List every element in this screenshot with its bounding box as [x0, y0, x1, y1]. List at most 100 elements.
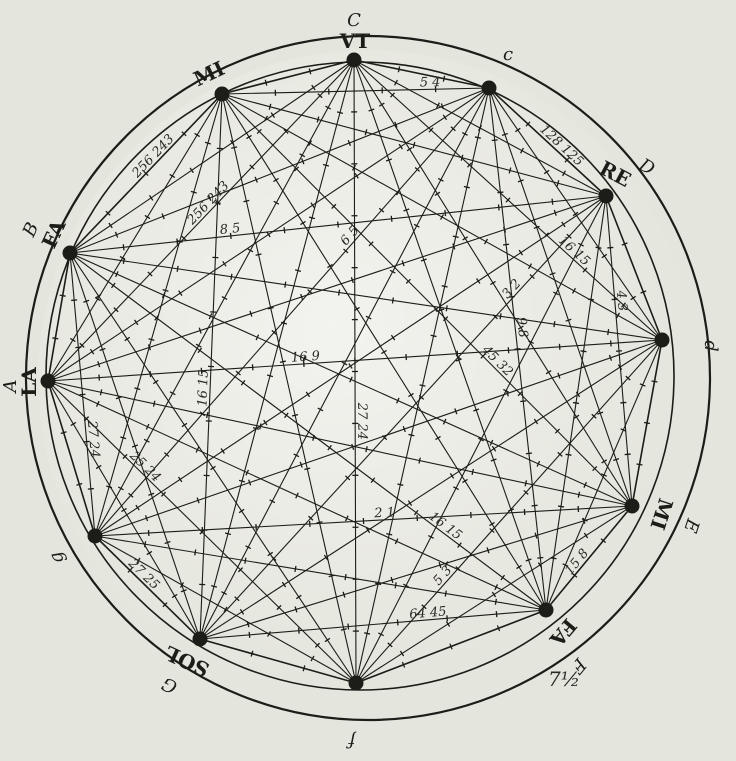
interval-ratio-label: 16 15	[195, 369, 211, 407]
interval-tick	[308, 216, 316, 220]
interval-tick	[364, 632, 371, 635]
interval-tick	[601, 253, 608, 259]
interval-tick	[533, 418, 539, 425]
interval-tick	[592, 465, 598, 472]
interval-line	[488, 87, 607, 197]
interval-tick	[263, 419, 268, 426]
note-node-ut	[346, 52, 362, 68]
interval-tick	[401, 661, 406, 668]
interval-tick	[441, 285, 448, 288]
interval-tick	[176, 238, 179, 245]
interval-tick	[99, 347, 106, 352]
interval-tick	[160, 491, 167, 497]
interval-tick	[497, 204, 500, 211]
interval-tick	[198, 327, 202, 334]
interval-tick	[490, 280, 496, 286]
interval-tick	[347, 623, 350, 630]
interval-tick	[571, 287, 577, 294]
interval-tick	[621, 302, 626, 308]
interval-tick	[70, 421, 77, 427]
interval-tick	[248, 631, 251, 638]
interval-ratio-label: 27 24	[84, 419, 102, 458]
interval-tick	[305, 391, 311, 398]
interval-tick	[299, 153, 306, 158]
interval-tick	[307, 140, 313, 147]
interval-tick	[95, 464, 102, 470]
interval-line	[605, 195, 663, 341]
interval-tick	[580, 350, 587, 353]
interval-tick	[405, 278, 411, 284]
interval-tick	[87, 487, 94, 490]
note-node-gs	[87, 528, 103, 544]
interval-tick	[643, 421, 651, 425]
interval-tick	[122, 453, 128, 460]
interval-tick	[390, 334, 396, 341]
interval-tick	[496, 625, 501, 632]
interval-tick	[143, 438, 150, 443]
interval-tick	[414, 166, 421, 172]
interval-tick	[564, 157, 570, 163]
interval-tick	[581, 365, 588, 369]
extra-mark-seven-half: 7½	[548, 667, 580, 691]
interval-line	[199, 638, 357, 684]
interval-tick	[553, 291, 559, 296]
interval-line	[221, 93, 357, 684]
interval-tick	[284, 281, 287, 288]
interval-tick	[324, 637, 331, 643]
interval-tick	[531, 504, 538, 507]
interval-tick	[59, 294, 66, 297]
interval-tick	[615, 350, 623, 352]
interval-tick	[144, 214, 151, 220]
interval-tick	[136, 557, 141, 564]
interval-tick	[615, 312, 621, 319]
interval-tick	[449, 643, 453, 650]
interval-tick	[625, 375, 631, 381]
interval-tick	[624, 453, 631, 456]
interval-tick	[220, 448, 225, 454]
interval-tick	[462, 478, 468, 484]
interval-tick	[582, 267, 588, 273]
interval-tick	[293, 166, 300, 172]
interval-tick	[344, 574, 347, 581]
interval-tick	[434, 191, 441, 196]
interval-tick	[365, 446, 368, 453]
interval-tick	[528, 340, 534, 345]
interval-tick	[554, 428, 561, 434]
interval-tick	[378, 207, 385, 213]
interval-tick	[276, 604, 282, 611]
interval-tick	[246, 621, 250, 628]
interval-tick	[196, 497, 200, 504]
interval-tick	[344, 475, 351, 481]
interval-tick	[247, 248, 254, 253]
interval-tick	[266, 374, 274, 378]
interval-tick	[397, 66, 401, 73]
interval-tick	[525, 452, 532, 455]
interval-tick	[316, 521, 323, 524]
interval-tick	[566, 233, 572, 239]
interval-tick	[237, 567, 244, 573]
interval-line	[199, 195, 607, 640]
interval-tick	[254, 176, 258, 183]
interval-tick	[161, 213, 165, 220]
interval-tick	[454, 408, 458, 415]
interval-tick	[577, 491, 581, 498]
interval-tick	[514, 348, 521, 350]
interval-tick	[197, 347, 203, 354]
interval-tick	[143, 541, 147, 548]
interval-tick	[190, 190, 197, 194]
interval-tick	[327, 263, 333, 269]
interval-tick	[171, 593, 178, 599]
interval-tick	[302, 665, 306, 672]
letter-label-mi2: E	[679, 515, 703, 535]
interval-tick	[478, 437, 484, 442]
interval-tick	[310, 202, 315, 209]
interval-ratio-label: 8 5	[219, 221, 241, 238]
interval-tick	[308, 68, 312, 75]
interval-tick	[420, 258, 427, 262]
interval-tick	[636, 463, 643, 466]
interval-tick	[608, 354, 613, 361]
interval-tick	[499, 313, 502, 320]
interval-tick	[520, 400, 527, 403]
interval-tick	[179, 582, 185, 588]
interval-tick	[517, 325, 524, 330]
